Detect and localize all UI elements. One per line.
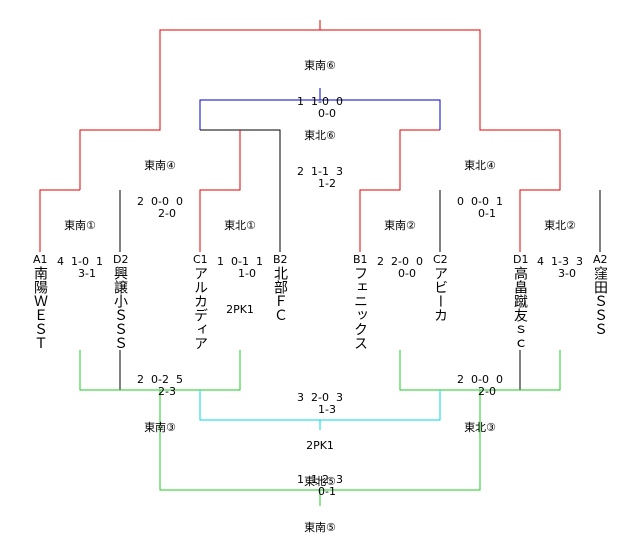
match-se5-label: 東南⑤ — [304, 521, 336, 534]
team-code: D2 — [113, 253, 129, 266]
lower-green-lines — [79, 350, 561, 506]
match-se2-label: 東南② — [384, 219, 416, 232]
team-code: D1 — [513, 253, 529, 266]
team-name: アルカディア — [192, 266, 208, 350]
upper-black-lines — [119, 129, 601, 252]
match-ne3-score: 2 0-0 0 2-0 — [457, 373, 503, 398]
match-ne2: 東北② 4 1-3 3 3-0 — [510, 196, 610, 292]
team-name: アビーカ — [432, 266, 448, 322]
match-se1: 東南① 4 1-0 1 3-1 — [30, 196, 130, 292]
match-ne6: 東北⑥ 2 1-1 3 1-2 — [270, 106, 370, 202]
match-se3: 2 0-2 5 2-3 東南③ — [110, 350, 210, 446]
match-ne5-label: 東北⑤ — [304, 475, 336, 488]
match-ne1: 東北① 1 0-1 1 1-0 2PK1 — [190, 196, 290, 328]
match-ne4-score: 0 0-0 1 0-1 — [457, 195, 503, 220]
upper-red-lines — [39, 20, 561, 252]
team-name: フェニックス — [352, 266, 368, 350]
match-ne5: 3 2-0 3 1-3 2PK1 東北⑤ — [270, 368, 370, 500]
team-code: C1 — [193, 253, 208, 266]
bracket-lines — [39, 20, 601, 506]
match-se5: 1 1-2 3 0-1 東南⑤ — [270, 450, 370, 546]
match-se1-label: 東南① — [64, 219, 96, 232]
match-ne2-score: 4 1-3 3 3-0 — [537, 255, 583, 280]
match-se4: 東南④ 2 0-0 0 2-0 — [110, 136, 210, 232]
match-ne5-score: 3 2-0 3 1-3 — [297, 391, 343, 416]
match-ne3: 2 0-0 0 2-0 東北③ — [430, 350, 530, 446]
team-name: 興譲小ＳＳＳ — [112, 266, 128, 350]
match-ne1-pk: 2PK1 — [226, 303, 254, 316]
match-se5-score: 1 1-2 3 0-1 — [297, 473, 343, 498]
match-ne1-score: 1 0-1 1 1-0 — [217, 255, 263, 280]
match-se6: 東南⑥ 1 1-0 0 0-0 — [270, 36, 370, 132]
match-ne3-label: 東北③ — [464, 421, 496, 434]
match-se6-score: 1 1-0 0 0-0 — [297, 95, 343, 120]
team-code: A1 — [33, 253, 48, 266]
match-ne6-label: 東北⑥ — [304, 129, 336, 142]
match-se2-score: 2 2-0 0 0-0 — [377, 255, 423, 280]
match-ne4-label: 東北④ — [464, 159, 496, 172]
team-code: C2 — [433, 253, 448, 266]
team-name: 窪田ＳＳＳ — [592, 266, 608, 336]
match-se3-label: 東南③ — [144, 421, 176, 434]
match-se3-score: 2 0-2 5 2-3 — [137, 373, 183, 398]
team-code: A2 — [593, 253, 608, 266]
match-se2: 東南② 2 2-0 0 0-0 — [350, 196, 450, 292]
match-ne5-pk: 2PK1 — [306, 439, 334, 452]
match-ne1-label: 東北① — [224, 219, 256, 232]
team-code: B2 — [273, 253, 288, 266]
match-se4-label: 東南④ — [144, 159, 176, 172]
team-code: B1 — [353, 253, 368, 266]
match-se1-score: 4 1-0 1 3-1 — [57, 255, 103, 280]
team-name: 南陽ＷＥＳＴ — [32, 266, 48, 350]
match-se6-label: 東南⑥ — [304, 59, 336, 72]
match-ne2-label: 東北② — [544, 219, 576, 232]
lower-cyan-lines — [199, 390, 441, 430]
team-name: 高畠蹴友ｓｃ — [512, 266, 528, 350]
match-ne6-score: 2 1-1 3 1-2 — [297, 165, 343, 190]
upper-blue-lines — [199, 88, 441, 130]
team-name: 北部ＦＣ — [272, 266, 288, 322]
match-ne4: 東北④ 0 0-0 1 0-1 — [430, 136, 530, 232]
match-se4-score: 2 0-0 0 2-0 — [137, 195, 183, 220]
